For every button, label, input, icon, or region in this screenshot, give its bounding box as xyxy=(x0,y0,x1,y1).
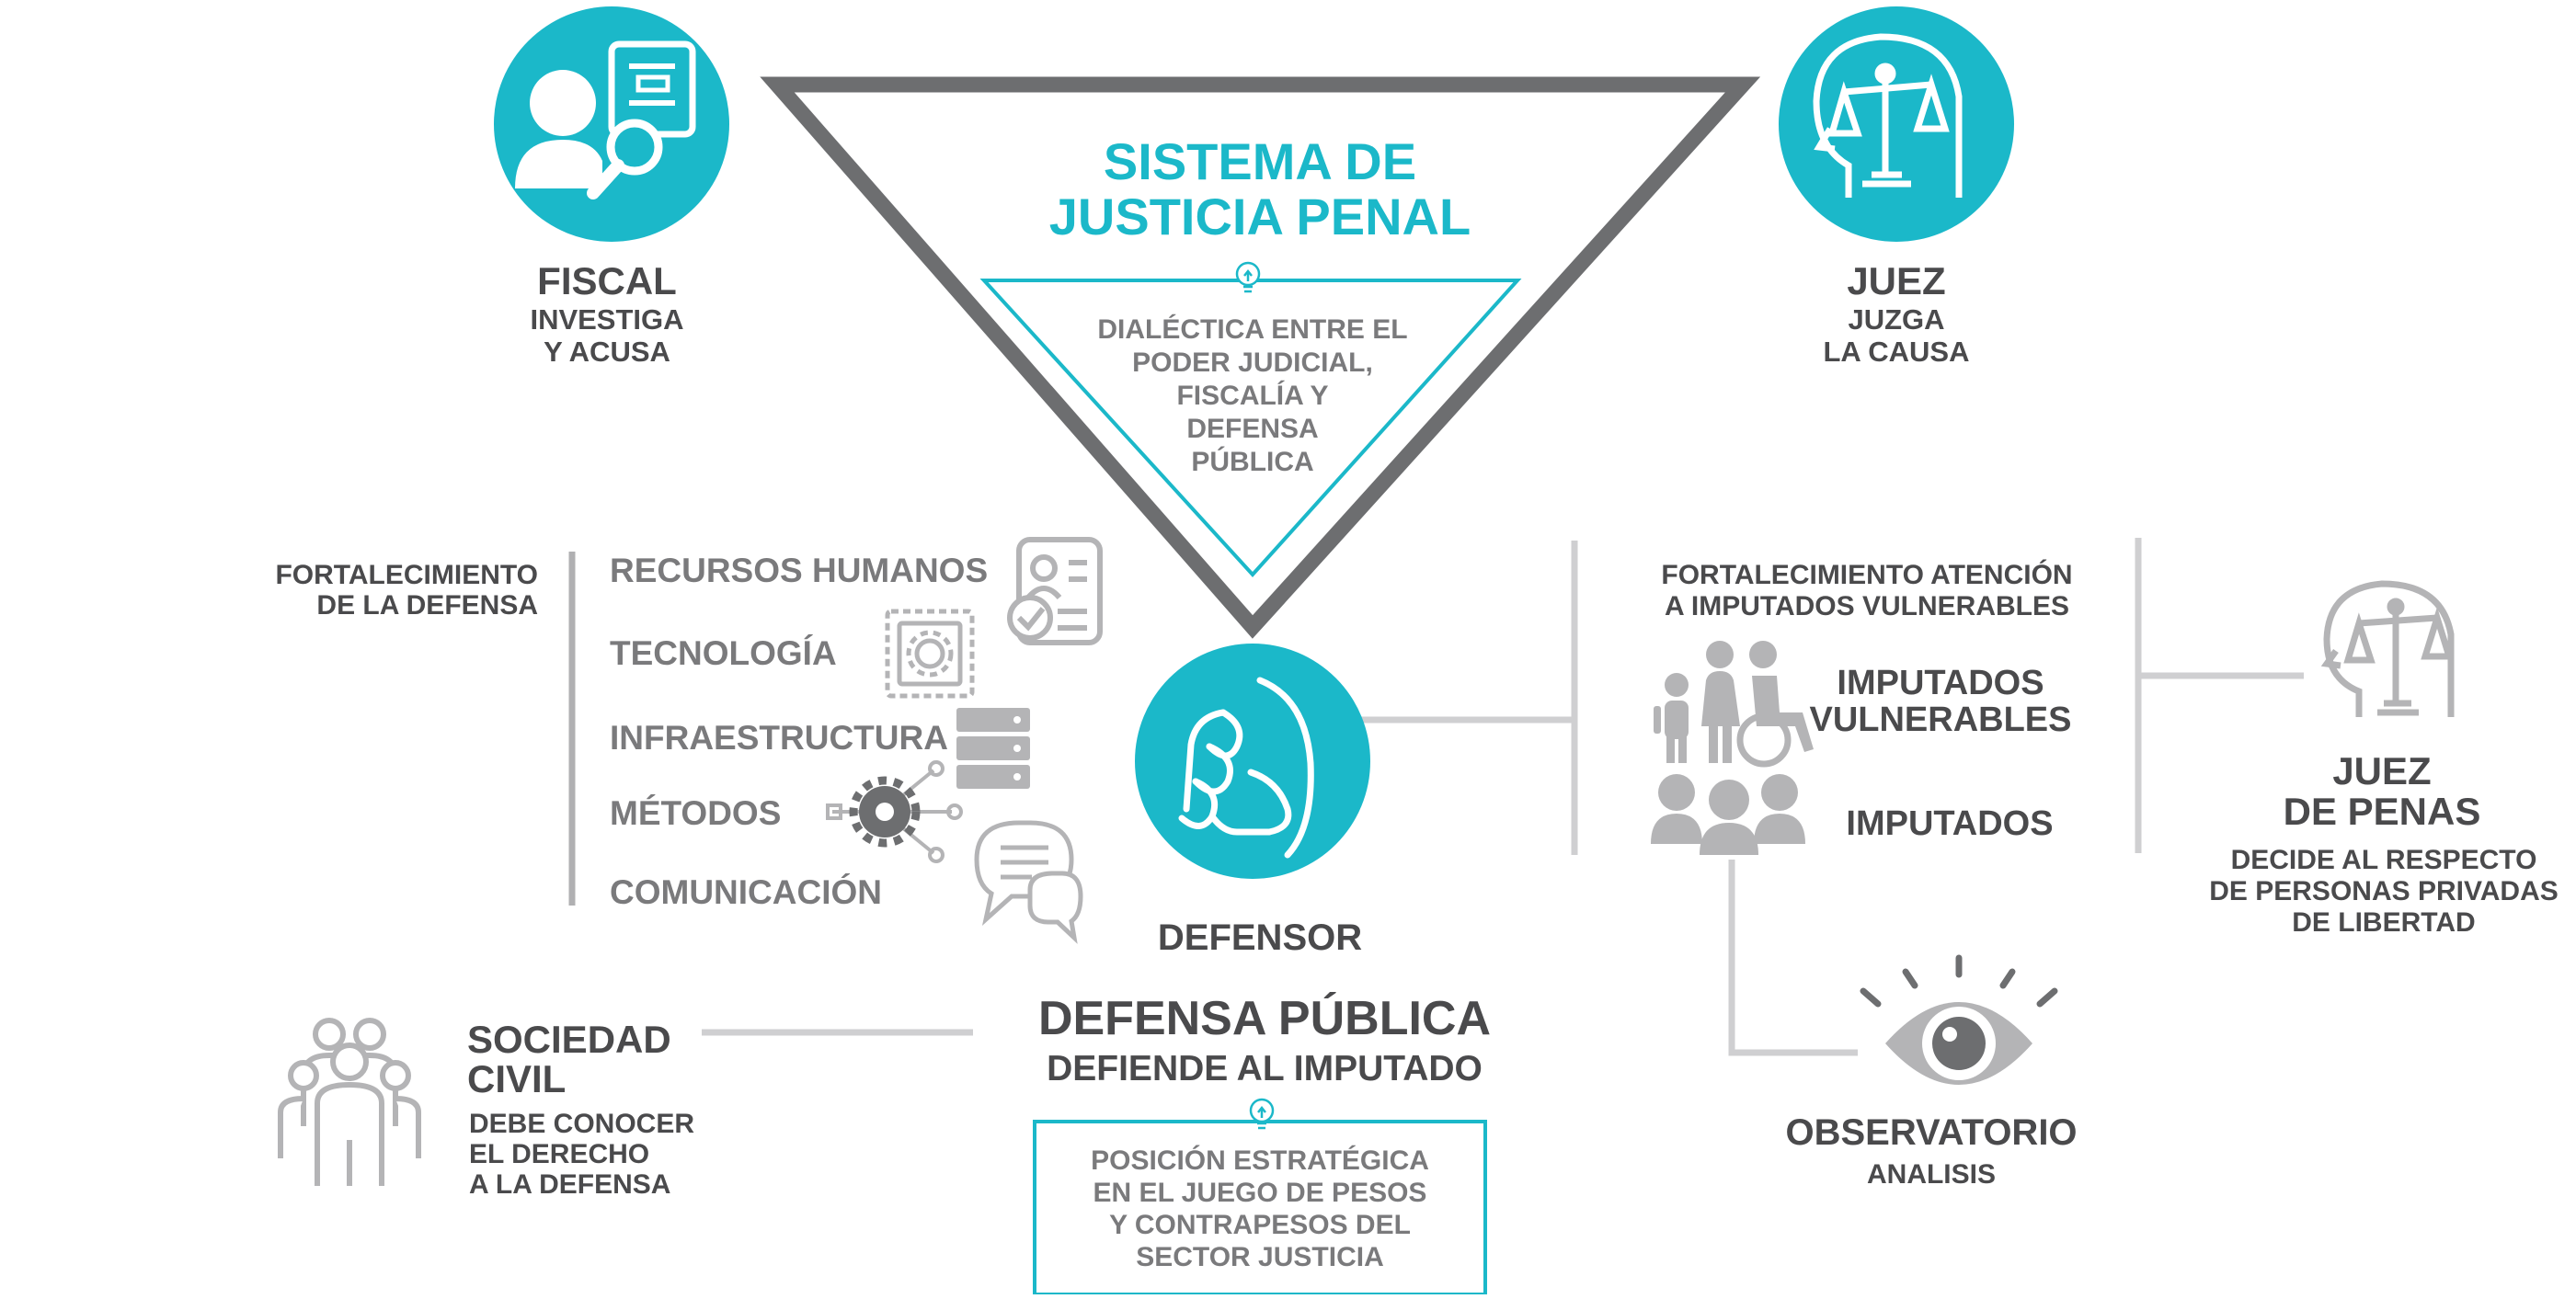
triangle-title-line1: SISTEMA DE xyxy=(1104,132,1416,190)
item-infraestructura-label: INFRAESTRUCTURA xyxy=(610,719,948,757)
juez-penas-desc-line1: DECIDE AL RESPECTO xyxy=(2231,845,2537,875)
juez-circle xyxy=(1779,6,2014,242)
fortalecimiento-atencion-block: FORTALECIMIENTO ATENCIÓN A IMPUTADOS VUL… xyxy=(1651,559,2073,855)
triangle-inner-line2: PODER JUDICIAL, xyxy=(1132,348,1373,378)
juez-penas-desc-line2: DE PERSONAS PRIVADAS xyxy=(2209,876,2559,906)
prosecutor-search-icon xyxy=(515,40,696,199)
defensa-publica-title: DEFENSA PÚBLICA xyxy=(1038,992,1491,1045)
fiscal-line1: INVESTIGA xyxy=(530,303,683,336)
juez-line2: LA CAUSA xyxy=(1823,336,1969,368)
fiscal-title: FISCAL xyxy=(537,259,677,302)
eye-icon xyxy=(1860,954,2058,1085)
lightbulb-icon xyxy=(1249,1098,1275,1130)
triangle-inner-line3: FISCALÍA Y xyxy=(1176,380,1328,411)
connector-lines xyxy=(568,538,2304,1056)
triangle-outline xyxy=(760,76,1761,639)
juez-penas-title-line2: DE PENAS xyxy=(2284,790,2481,833)
fortalecimiento-defensa-block: FORTALECIMIENTO DE LA DEFENSA RECURSOS H… xyxy=(275,537,1103,944)
fortalecimiento-defensa-label-line2: DE LA DEFENSA xyxy=(316,590,538,621)
imputados-vulnerables-line2: VULNERABLES xyxy=(1809,701,2071,739)
defensor-node: DEFENSOR xyxy=(1135,644,1370,958)
atencion-label-line1: FORTALECIMIENTO ATENCIÓN xyxy=(1661,559,2072,590)
item-tecnologia-label: TECNOLOGÍA xyxy=(610,634,837,672)
sociedad-civil-desc-line3: A LA DEFENSA xyxy=(469,1169,670,1200)
observatorio-block: OBSERVATORIO ANALISIS xyxy=(1785,954,2078,1190)
gear-network-icon xyxy=(826,760,963,863)
defensa-box-line1: POSICIÓN ESTRATÉGICA xyxy=(1091,1145,1429,1176)
head-scales-icon xyxy=(1813,33,1963,198)
people-group-icon xyxy=(1651,774,1805,855)
item-comunicacion-label: COMUNICACIÓN xyxy=(610,872,882,911)
group-people-icon xyxy=(278,1018,421,1186)
defensa-publica-block: DEFENSA PÚBLICA DEFIENDE AL IMPUTADO POS… xyxy=(1033,992,1491,1296)
lightbulb-icon xyxy=(1235,261,1261,293)
sociedad-civil-desc-line1: DEBE CONOCER xyxy=(469,1109,694,1139)
defensa-publica-subtitle: DEFIENDE AL IMPUTADO xyxy=(1047,1049,1483,1088)
defensa-box-line4: SECTOR JUSTICIA xyxy=(1136,1242,1384,1272)
juez-penas-desc-line3: DE LIBERTAD xyxy=(2292,907,2475,938)
fiscal-line2: Y ACUSA xyxy=(544,336,670,368)
triangle-inner-line1: DIALÉCTICA ENTRE EL xyxy=(1097,313,1407,345)
item-recursos-humanos-label: RECURSOS HUMANOS xyxy=(610,552,988,589)
head-scales-icon xyxy=(2320,580,2455,717)
resume-check-icon xyxy=(1007,537,1103,645)
fiscal-node: FISCAL INVESTIGA Y ACUSA xyxy=(494,6,729,368)
juez-title: JUEZ xyxy=(1847,259,1945,302)
defensa-box-line2: EN EL JUEGO DE PESOS xyxy=(1093,1178,1427,1208)
imputados-label: IMPUTADOS xyxy=(1846,804,2053,843)
juez-node: JUEZ JUZGA LA CAUSA xyxy=(1779,6,2014,368)
fortalecimiento-defensa-label-line1: FORTALECIMIENTO xyxy=(275,560,538,590)
server-rack-icon xyxy=(956,708,1030,789)
juez-line1: JUZGA xyxy=(1848,303,1944,336)
sociedad-civil-desc-line2: EL DERECHO xyxy=(469,1139,649,1169)
atencion-label-line2: A IMPUTADOS VULNERABLES xyxy=(1665,591,2069,621)
observatorio-subtitle: ANALISIS xyxy=(1867,1159,1996,1190)
imputados-vulnerables-line1: IMPUTADOS xyxy=(1837,664,2044,702)
chat-bubbles-icon xyxy=(974,820,1083,944)
defensor-title: DEFENSOR xyxy=(1158,917,1362,958)
handshake-icon xyxy=(1178,677,1314,859)
justice-triangle: SISTEMA DE JUSTICIA PENAL DIALÉCTICA ENT… xyxy=(760,76,1761,639)
juez-penas-block: JUEZ DE PENAS DECIDE AL RESPECTO DE PERS… xyxy=(2209,580,2559,938)
chip-gear-icon xyxy=(885,609,975,699)
triangle-inner-line5: PÚBLICA xyxy=(1191,446,1313,477)
triangle-inner-line4: DEFENSA xyxy=(1186,414,1318,444)
item-metodos-label: MÉTODOS xyxy=(610,794,781,832)
sociedad-civil-title-line1: SOCIEDAD xyxy=(467,1018,671,1061)
defensa-box-line3: Y CONTRAPESOS DEL xyxy=(1109,1210,1411,1240)
vulnerable-people-icon xyxy=(1654,641,1814,768)
defensor-circle xyxy=(1135,644,1370,879)
sociedad-civil-block: SOCIEDAD CIVIL DEBE CONOCER EL DERECHO A… xyxy=(278,1018,694,1200)
juez-penas-title-line1: JUEZ xyxy=(2332,749,2431,792)
imputados-to-observatorio-line xyxy=(1728,860,1858,1056)
sociedad-civil-title-line2: CIVIL xyxy=(467,1057,566,1100)
triangle-title-line2: JUSTICIA PENAL xyxy=(1049,188,1471,245)
observatorio-title: OBSERVATORIO xyxy=(1785,1112,2077,1153)
